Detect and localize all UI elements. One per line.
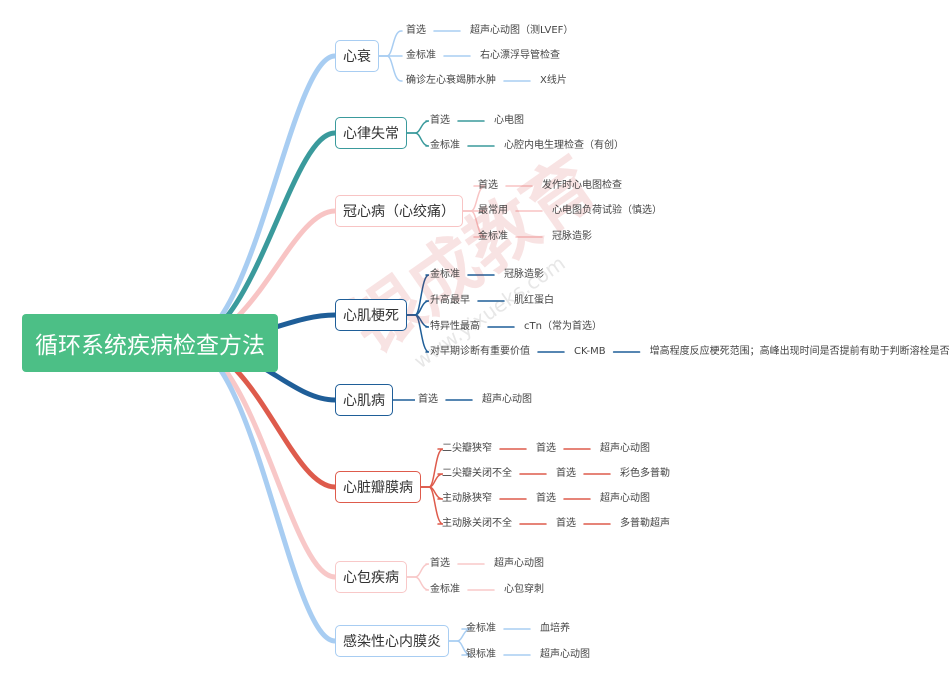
branch-node[interactable]: 心包疾病 (335, 561, 407, 593)
leaf-node[interactable]: 心包穿刺 (504, 584, 544, 595)
leaf-node[interactable]: 主动脉关闭不全 (442, 518, 512, 529)
leaf-node[interactable]: 右心漂浮导管检查 (480, 50, 560, 61)
leaf-node[interactable]: 金标准 (406, 50, 436, 61)
connector (378, 30, 403, 57)
leaf-node[interactable]: 金标准 (430, 269, 460, 280)
leaf-node[interactable]: 首选 (406, 25, 426, 36)
connector (378, 55, 403, 82)
leaf-node[interactable]: 血培养 (540, 623, 570, 634)
leaf-node[interactable]: 心电图负荷试验（慎选） (552, 205, 662, 216)
connector (448, 640, 472, 656)
branch-node[interactable]: 心脏瓣膜病 (335, 471, 421, 503)
connector (182, 53, 338, 346)
leaf-node[interactable]: 首选 (556, 468, 576, 479)
connector (182, 340, 338, 644)
leaf-node[interactable]: 主动脉狭窄 (442, 493, 492, 504)
leaf-node[interactable]: 心电图 (494, 115, 524, 126)
leaf-node[interactable]: 二尖瓣关闭不全 (442, 468, 512, 479)
branch-node[interactable]: 感染性心内膜炎 (335, 625, 449, 657)
branch-node[interactable]: 心肌梗死 (335, 299, 407, 331)
leaf-node[interactable]: 首选 (430, 558, 450, 569)
leaf-node[interactable]: 彩色多普勒 (620, 468, 670, 479)
leaf-node[interactable]: 心腔内电生理检查（有创） (504, 140, 624, 151)
leaf-node[interactable]: cTn（常为首选） (524, 321, 602, 332)
leaf-node[interactable]: 超声心动图 (600, 493, 650, 504)
root-node[interactable]: 循环系统疾病检查方法 (22, 314, 278, 372)
connector (406, 563, 430, 578)
leaf-node[interactable]: 超声心动图 (494, 558, 544, 569)
leaf-node[interactable]: CK-MB (574, 346, 606, 357)
leaf-node[interactable]: 冠脉造影 (504, 269, 544, 280)
leaf-node[interactable]: 增高程度反应梗死范围；高峰出现时间是否提前有助于判断溶栓是否成功 (649, 346, 950, 357)
leaf-node[interactable]: 多普勒超声 (620, 518, 670, 529)
connector (406, 314, 430, 353)
connector (420, 448, 444, 488)
leaf-node[interactable]: 冠脉造影 (552, 231, 592, 242)
leaf-node[interactable]: 升高最早 (430, 295, 470, 306)
branch-node[interactable]: 冠心病（心绞痛） (335, 195, 463, 227)
leaf-node[interactable]: 肌红蛋白 (514, 295, 554, 306)
connector (182, 130, 338, 346)
connector (406, 132, 430, 147)
connector (462, 210, 486, 238)
leaf-node[interactable]: 超声心动图 (600, 443, 650, 454)
connector (406, 274, 430, 316)
leaf-node[interactable]: 对早期诊断有重要价值 (430, 346, 530, 357)
leaf-node[interactable]: 首选 (556, 518, 576, 529)
leaf-node[interactable]: 首选 (536, 443, 556, 454)
leaf-node[interactable]: 首选 (478, 180, 498, 191)
leaf-node[interactable]: 首选 (418, 394, 438, 405)
leaf-node[interactable]: 首选 (536, 493, 556, 504)
branch-node[interactable]: 心肌病 (335, 384, 393, 416)
branch-node[interactable]: 心衰 (335, 40, 379, 72)
leaf-node[interactable]: 金标准 (466, 623, 496, 634)
leaf-node[interactable]: 特异性最高 (430, 321, 480, 332)
leaf-node[interactable]: 超声心动图 (482, 394, 532, 405)
leaf-node[interactable]: 超声心动图 (540, 649, 590, 660)
leaf-node[interactable]: 超声心动图（测LVEF） (470, 25, 574, 36)
leaf-node[interactable]: 金标准 (478, 231, 508, 242)
leaf-node[interactable]: 金标准 (430, 140, 460, 151)
leaf-node[interactable]: 金标准 (430, 584, 460, 595)
leaf-node[interactable]: 首选 (430, 115, 450, 126)
leaf-node[interactable]: 银标准 (466, 649, 496, 660)
leaf-node[interactable]: 确诊左心衰竭肺水肿 (406, 75, 496, 86)
connector (406, 576, 430, 591)
leaf-node[interactable]: 发作时心电图检查 (542, 180, 622, 191)
connector (420, 486, 444, 525)
connector (406, 120, 430, 134)
leaf-node[interactable]: 二尖瓣狭窄 (442, 443, 492, 454)
leaf-node[interactable]: 最常用 (478, 205, 508, 216)
leaf-node[interactable]: X线片 (540, 75, 567, 86)
branch-node[interactable]: 心律失常 (335, 117, 407, 149)
